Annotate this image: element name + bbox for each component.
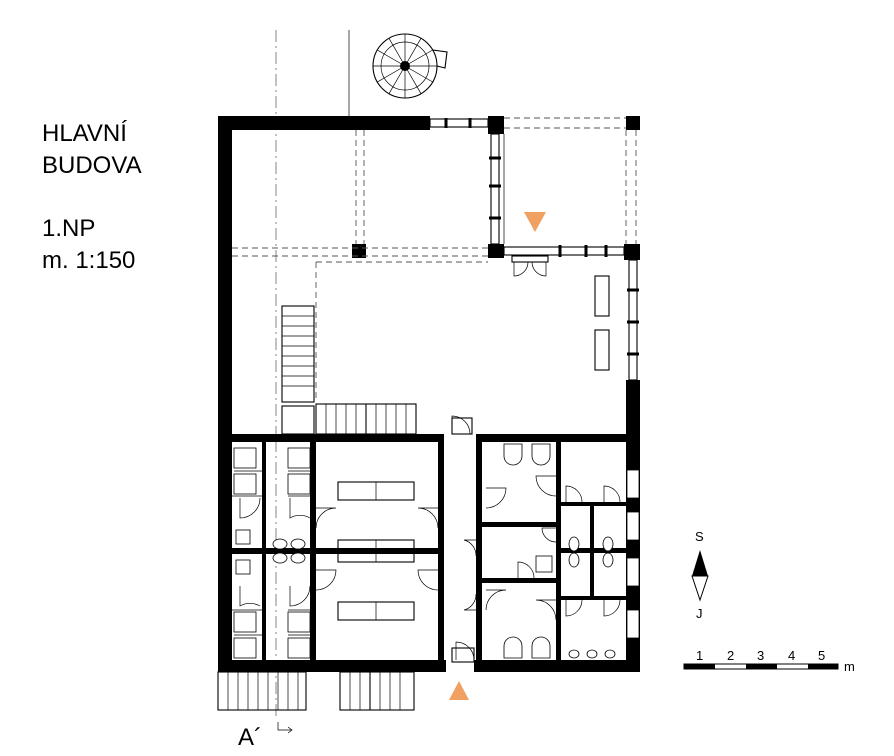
terrace-glazing <box>429 117 639 381</box>
interior-walls <box>232 434 626 660</box>
scale-tick-2: 2 <box>727 648 734 663</box>
north-arrow-icon: S J <box>691 529 709 621</box>
scale-unit: m <box>844 659 855 674</box>
floor-label: 1.NP <box>42 215 95 242</box>
grid-lines <box>275 30 350 720</box>
scale-tick-5: 5 <box>818 648 825 663</box>
overhead-lines <box>232 130 488 400</box>
right-toilets <box>485 443 621 659</box>
hall-counters <box>594 275 610 371</box>
changing-rooms <box>315 481 439 621</box>
title-line-2: BUDOVA <box>42 152 142 179</box>
outer-walls <box>218 116 640 672</box>
scale-bar: 1 2 3 4 5 m <box>683 648 855 674</box>
title-line-1: HLAVNÍ <box>42 120 127 147</box>
exterior-steps <box>217 671 415 711</box>
spiral-staircase-icon <box>372 33 448 99</box>
scale-label: m. 1:150 <box>42 247 135 274</box>
left-wc-block <box>232 447 311 659</box>
scale-tick-1: 1 <box>696 648 703 663</box>
entrance-arrow-icon <box>524 212 546 232</box>
corridor-doors <box>451 415 477 663</box>
entrance-arrow-icon <box>449 681 469 700</box>
hall-stairs <box>281 305 417 435</box>
section-mark: A´ <box>238 722 293 751</box>
compass-south-label: J <box>696 606 703 621</box>
compass-north-label: S <box>695 529 704 544</box>
scale-tick-3: 3 <box>757 648 764 663</box>
scale-tick-4: 4 <box>788 648 795 663</box>
title-block: HLAVNÍ BUDOVA 1.NP m. 1:150 <box>42 120 142 274</box>
section-label: A´ <box>238 724 262 751</box>
lower-right-windows <box>626 469 640 639</box>
